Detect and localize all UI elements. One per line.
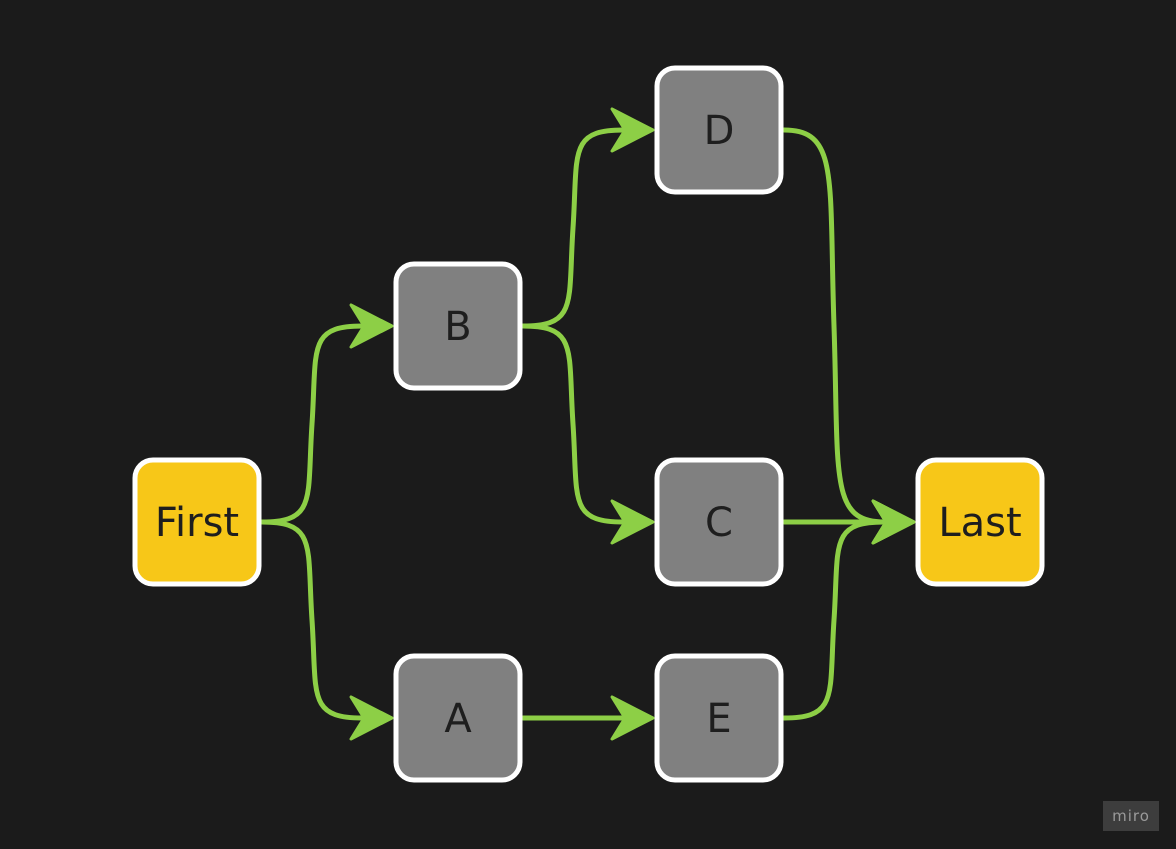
miro-watermark: miro — [1103, 801, 1159, 831]
edge-b-c — [520, 323, 655, 545]
node-box[interactable] — [654, 457, 784, 587]
node-a[interactable]: A — [393, 653, 523, 783]
node-c[interactable]: C — [654, 457, 784, 587]
node-label: C — [705, 500, 733, 546]
node-label: E — [706, 696, 731, 742]
edge-line — [781, 519, 887, 721]
edge-e-last — [781, 499, 916, 721]
arrowhead-icon — [610, 695, 655, 741]
edge-line — [781, 127, 887, 525]
edge-a-e — [520, 695, 655, 741]
node-layer: First B A D C E Last — [132, 65, 1045, 783]
node-label: Last — [938, 500, 1021, 546]
arrowhead-icon — [610, 107, 655, 153]
node-box[interactable] — [915, 457, 1045, 587]
node-e[interactable]: E — [654, 653, 784, 783]
edge-line — [259, 323, 365, 525]
node-label: D — [704, 108, 735, 154]
node-b[interactable]: B — [393, 261, 523, 391]
arrowhead-icon — [871, 499, 916, 545]
edge-d-last — [781, 127, 916, 545]
node-box[interactable] — [132, 457, 262, 587]
node-box[interactable] — [393, 653, 523, 783]
edge-line — [520, 323, 626, 525]
node-first[interactable]: First — [132, 457, 262, 587]
node-last[interactable]: Last — [915, 457, 1045, 587]
edge-first-b — [259, 303, 394, 525]
arrowhead-icon — [349, 303, 394, 349]
edge-first-a — [259, 519, 394, 741]
node-label: B — [444, 304, 471, 350]
arrowhead-icon — [610, 499, 655, 545]
arrowhead-icon — [349, 695, 394, 741]
node-label: A — [444, 696, 472, 742]
node-box[interactable] — [654, 65, 784, 195]
edge-line — [259, 519, 365, 721]
node-label: First — [155, 500, 239, 546]
node-d[interactable]: D — [654, 65, 784, 195]
edge-b-d — [520, 107, 655, 329]
node-box[interactable] — [393, 261, 523, 391]
edge-line — [520, 127, 626, 329]
edge-layer — [259, 107, 916, 741]
node-box[interactable] — [654, 653, 784, 783]
